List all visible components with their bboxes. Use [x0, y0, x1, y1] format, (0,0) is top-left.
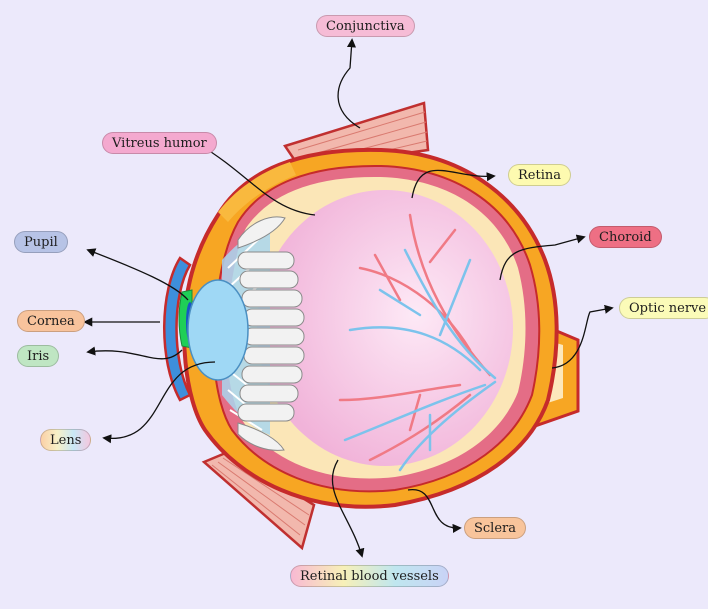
- label-cornea: Cornea: [17, 310, 85, 332]
- label-sclera: Sclera: [464, 517, 527, 539]
- label-lens: Lens: [40, 429, 92, 451]
- conjunctiva-tissue: [218, 162, 296, 222]
- label-iris: Iris: [17, 345, 60, 367]
- label-retina: Retina: [508, 164, 571, 186]
- cornea: [163, 256, 192, 402]
- label-retinal-blood-vessels: Retinal blood vessels: [290, 565, 449, 587]
- label-conjunctiva: Conjunctiva: [316, 15, 415, 37]
- pointer-lines: [83, 38, 614, 558]
- label-optic-nerve: Optic nerve: [619, 297, 708, 319]
- lens: [187, 279, 249, 381]
- ciliary-folds: [237, 216, 305, 451]
- label-pupil: Pupil: [14, 231, 68, 253]
- lower-muscle: [201, 450, 316, 551]
- label-vitreous-humor: Vitreus humor: [102, 132, 217, 154]
- retinal-blood-vessels: [338, 213, 497, 472]
- label-choroid: Choroid: [589, 226, 662, 248]
